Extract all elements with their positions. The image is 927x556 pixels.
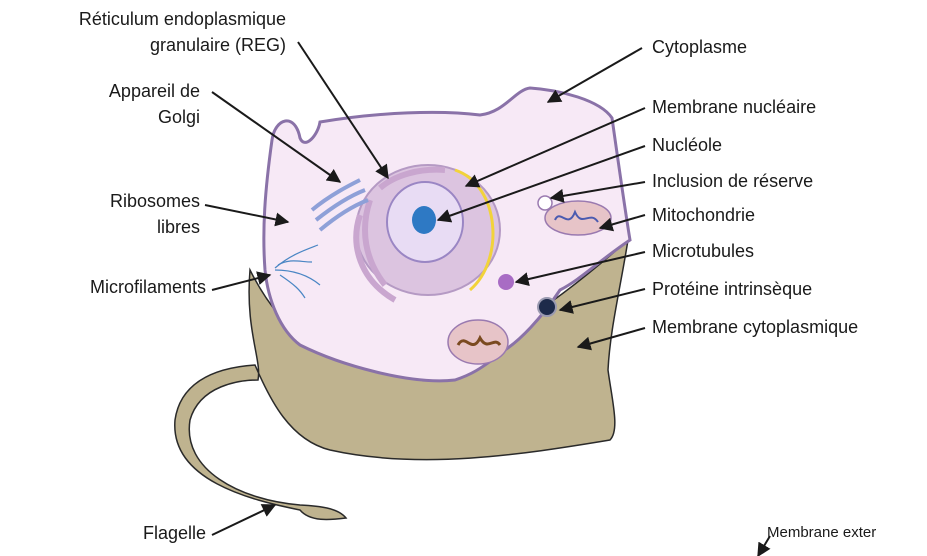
label-inclusion: Inclusion de réserve [652,170,813,192]
nucleolus-shape [412,206,436,234]
label-membrane-cytoplasmique: Membrane cytoplasmique [652,316,858,338]
label-ribosomes-line2: libres [20,216,200,238]
label-microfilaments: Microfilaments [20,276,206,298]
label-proteine: Protéine intrinsèque [652,278,812,300]
cytoplasme-arrow [548,48,642,102]
label-flagelle: Flagelle [20,522,206,544]
protein-shape [538,298,556,316]
label-reg-line2: granulaire (REG) [16,34,286,56]
centrosome-shape [498,274,514,290]
label-mitochondrie: Mitochondrie [652,204,755,226]
label-ribosomes-line1: Ribosomes [20,190,200,212]
label-microtubules: Microtubules [652,240,754,262]
microfilaments-arrow [212,275,270,290]
label-golgi-line1: Appareil de [20,80,200,102]
label-nucleole: Nucléole [652,134,722,156]
label-cytoplasme: Cytoplasme [652,36,747,58]
label-membrane-nucleaire: Membrane nucléaire [652,96,816,118]
inclusion-shape [538,196,552,210]
label-golgi-line2: Golgi [20,106,200,128]
label-reg-line1: Réticulum endoplasmique [16,8,286,30]
label-membrane-externe: Membrane exter [767,522,876,544]
flagelle-arrow [212,505,275,535]
